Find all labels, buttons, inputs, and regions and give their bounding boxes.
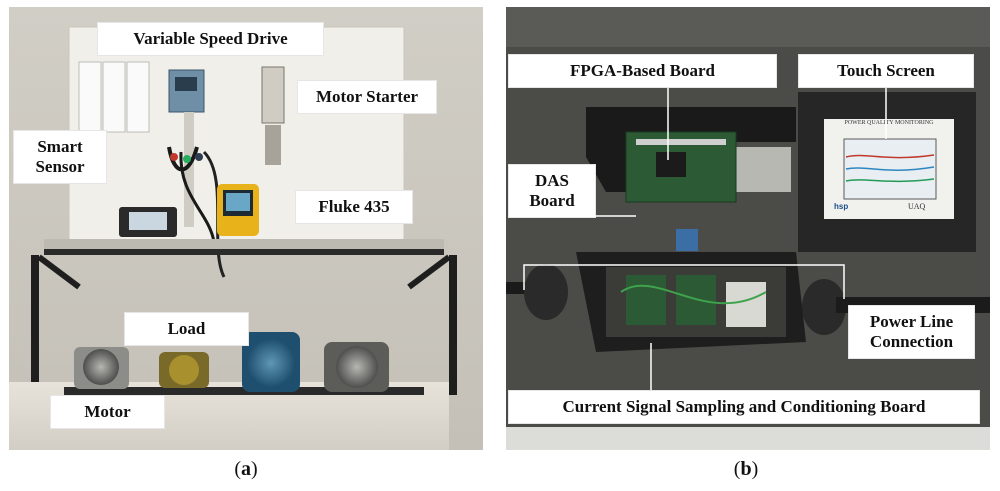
variable-speed-drive-label: Variable Speed Drive <box>97 22 324 56</box>
test-bench-photo <box>9 7 483 450</box>
power-line-connection-label: Power Line Connection <box>848 305 975 359</box>
caption-b: (b) <box>733 458 759 480</box>
fluke-label: Fluke 435 <box>295 190 413 224</box>
load-label: Load <box>124 312 249 346</box>
fpga-board-label: FPGA-Based Board <box>508 54 777 88</box>
smart-sensor-label: Smart Sensor <box>13 130 107 184</box>
current-signal-board-label: Current Signal Sampling and Conditioning… <box>508 390 980 424</box>
photo-panel-b: FPGA-Based Board Touch Screen DAS Board … <box>506 7 990 450</box>
motor-starter-label: Motor Starter <box>297 80 437 114</box>
photo-panel-a: Variable Speed Drive Motor Starter Smart… <box>9 7 483 450</box>
screen-footer-left: hsp <box>834 202 849 211</box>
motor-label: Motor <box>50 395 165 429</box>
caption-a: (a) <box>234 458 258 480</box>
touch-screen-label: Touch Screen <box>798 54 974 88</box>
screen-footer-right: UAQ <box>908 202 926 211</box>
screen-header-text: POWER QUALITY MONITORING <box>844 120 934 126</box>
das-board-label: DAS Board <box>508 164 596 218</box>
